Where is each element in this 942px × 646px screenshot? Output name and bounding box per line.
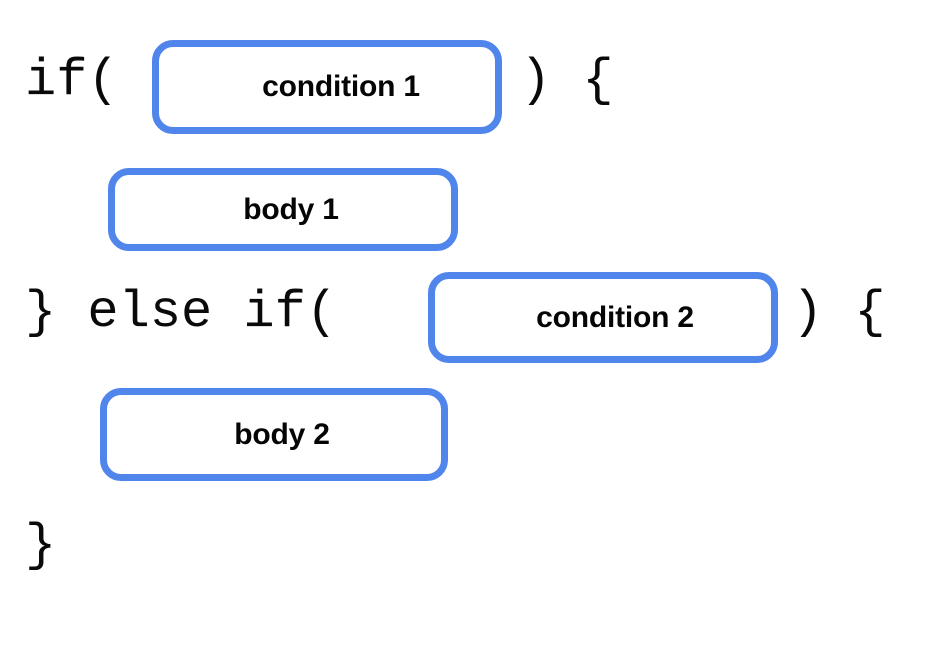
code-closing-brace: } [25,516,57,575]
code-if-keyword: if( [25,51,119,110]
slot-body-2[interactable]: body 2 [100,388,448,481]
code-else-if-keyword: } else if( [25,283,338,342]
slot-body-1[interactable]: body 1 [108,168,458,251]
slot-body-1-label: body 1 [243,192,339,226]
code-else-if-close-paren-brace: ) { [792,283,886,342]
slot-condition-2-label: condition 2 [536,300,694,334]
slot-condition-2[interactable]: condition 2 [428,272,778,363]
slot-condition-1-label: condition 1 [262,70,420,103]
slot-body-2-label: body 2 [234,417,330,451]
slot-condition-1[interactable]: condition 1 [152,40,502,134]
code-if-close-paren-brace: ) { [520,51,614,110]
